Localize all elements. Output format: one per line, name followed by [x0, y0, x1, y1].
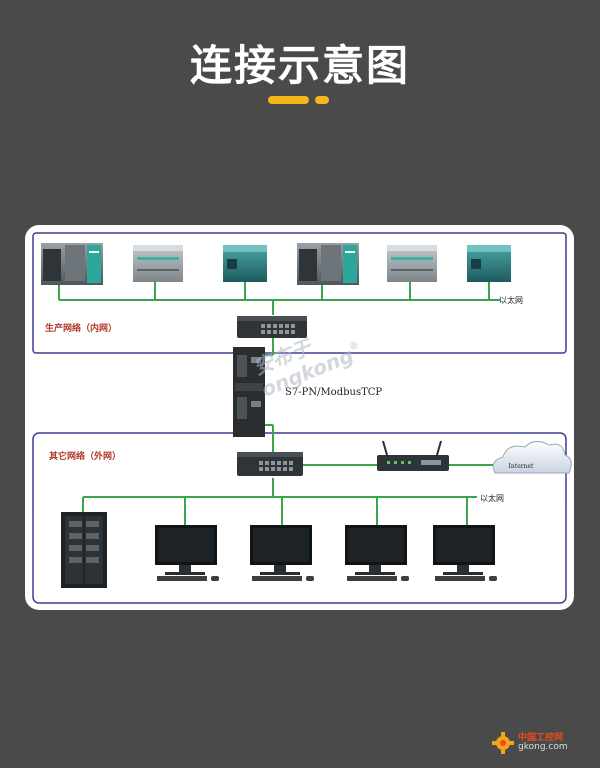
workstation-monitor-1 — [155, 525, 219, 581]
production-network-zone — [32, 232, 567, 354]
brand-url: gkong.com — [518, 742, 568, 752]
plc-s7-1200-teal-2 — [467, 245, 511, 282]
internet-cloud: Internet — [492, 441, 572, 474]
plc-s7-1200-1 — [133, 245, 183, 282]
other-network-zone — [32, 432, 567, 604]
title-accent-dot — [315, 96, 329, 104]
production-network-label: 生产网络（内网） — [45, 322, 117, 334]
top-ethernet-bus — [58, 282, 500, 525]
workstation-monitor-3 — [345, 525, 409, 581]
plc-s7-1200-teal-1 — [223, 245, 267, 282]
top-ethernet-label: 以太网 — [499, 295, 523, 305]
cloud-label: Internet — [509, 463, 534, 470]
brand-logo: 中国工控网 gkong.com — [492, 728, 592, 762]
diagram-panel: 以太网 生产网络（内网） S7-PN/ModbusTCP — [25, 225, 574, 610]
lower-network-switch — [237, 452, 303, 476]
title-accent-bar — [268, 96, 309, 104]
network-diagram: 以太网 生产网络（内网） S7-PN/ModbusTCP — [32, 232, 572, 604]
other-network-label: 其它网络（外网） — [49, 450, 121, 462]
workstation-monitor-2 — [250, 525, 314, 581]
gear-icon — [492, 732, 514, 754]
page-title: 连接示意图 — [189, 41, 410, 90]
protocol-label: S7-PN/ModbusTCP — [285, 387, 382, 398]
server-cabinet — [61, 512, 107, 588]
plc-s7-1200-2 — [387, 245, 437, 282]
watermark-registered-mark: ® — [349, 341, 359, 352]
brand-name: 中国工控网 — [518, 733, 564, 743]
router — [377, 440, 449, 471]
upper-network-switch — [237, 316, 307, 338]
bottom-ethernet-label: 以太网 — [480, 493, 504, 503]
protocol-gateway — [233, 347, 265, 437]
workstation-monitor-4 — [433, 525, 497, 581]
plc-s7-300-2 — [297, 243, 359, 285]
plc-s7-300-1 — [41, 243, 103, 285]
